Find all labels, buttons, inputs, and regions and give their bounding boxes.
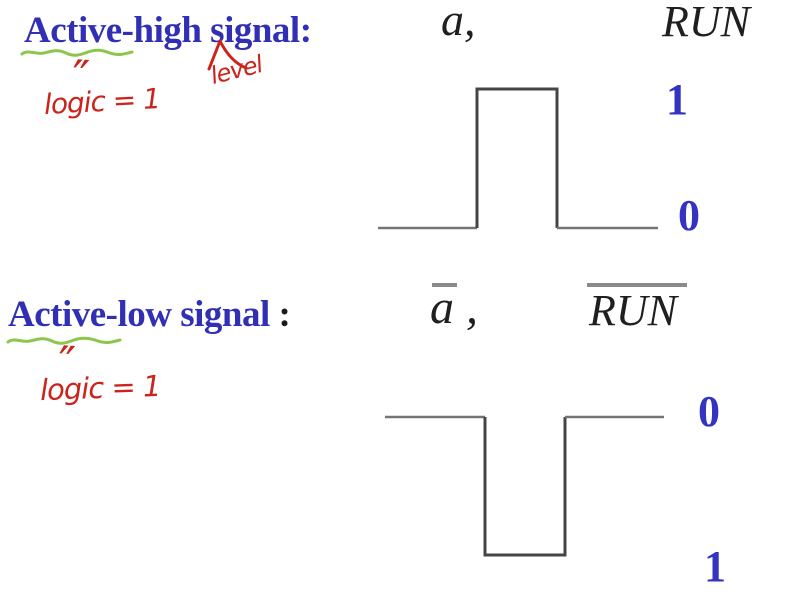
run-overline	[587, 283, 687, 287]
green-underline-squiggle	[6, 336, 122, 345]
level-arrow-icon	[207, 39, 248, 71]
high-level-label: 0	[698, 387, 720, 436]
active-high-waveform	[378, 87, 658, 230]
active-low-title-colon: :	[278, 294, 291, 335]
active-low-title-text: Active-low signal	[8, 294, 279, 335]
logic-note: logic = 1	[39, 368, 161, 408]
green-underline-squiggle	[20, 48, 134, 57]
low-level-label: 0	[678, 191, 700, 240]
low-level-label: 1	[704, 542, 726, 591]
signal-run-bar-label: RUN	[589, 286, 677, 335]
high-level-label: 1	[666, 75, 688, 124]
signal-a-label: a,	[441, 0, 476, 45]
signal-run-label: RUN	[662, 0, 750, 46]
signal-a-bar-label: a ,	[430, 281, 478, 334]
active-high-title: Active-high signal:	[24, 10, 312, 51]
logic-note: logic = 1	[43, 81, 161, 122]
active-low-title: Active-low signal :	[8, 294, 291, 335]
a-overline	[432, 283, 457, 287]
active-low-waveform	[385, 415, 664, 557]
